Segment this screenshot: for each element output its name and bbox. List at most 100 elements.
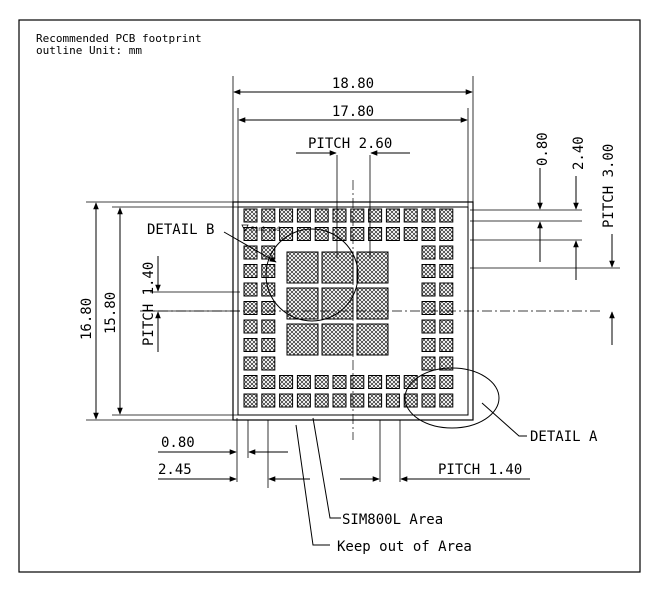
inner-ring-pad: [421, 338, 436, 352]
ground-pad: [356, 251, 389, 284]
header-line-2: outline Unit: mm: [36, 44, 142, 57]
inner-ring-pad: [403, 375, 418, 389]
sim800l-area-leader: [312, 417, 341, 519]
perimeter-pad: [439, 264, 454, 278]
ground-pad: [356, 323, 389, 356]
perimeter-pad: [403, 208, 418, 223]
perimeter-pad: [243, 264, 258, 278]
pin1-marker-icon: [241, 224, 249, 232]
dim-inner-height: 15.80: [103, 292, 119, 334]
perimeter-pad: [243, 227, 258, 241]
perimeter-pad: [350, 208, 365, 223]
dim-080-top: 0.80: [535, 132, 551, 166]
inner-ring-pad: [350, 375, 365, 389]
inner-ring-pad: [385, 227, 400, 241]
detail-b-circle: [265, 228, 359, 322]
perimeter-pad: [439, 282, 454, 297]
inner-ring-pad: [421, 356, 436, 371]
perimeter-pad: [332, 393, 347, 408]
perimeter-pad: [314, 393, 329, 408]
perimeter-pad: [439, 356, 454, 371]
pin1-label: Pin1 pad: [251, 226, 280, 233]
perimeter-pad: [439, 393, 454, 408]
dim-outer-width: 18.80: [332, 76, 374, 92]
perimeter-pad: [243, 282, 258, 297]
inner-ring-pad: [261, 319, 276, 334]
dim-245-bottom: 2.45: [158, 462, 192, 478]
detail-b-label: DETAIL B: [147, 222, 214, 238]
inner-ring-pad: [279, 375, 294, 389]
pad-array: [243, 208, 454, 408]
inner-ring-pad: [421, 245, 436, 260]
drawing-frame: [18, 19, 641, 573]
dim-pitch-bottom: PITCH 1.40: [438, 462, 522, 478]
inner-ring-pad: [261, 356, 276, 371]
perimeter-pad: [403, 393, 418, 408]
ground-pad: [321, 323, 354, 356]
perimeter-pad: [421, 393, 436, 408]
perimeter-pad: [421, 208, 436, 223]
inner-ring-pad: [421, 264, 436, 278]
perimeter-pad: [243, 393, 258, 408]
ground-pad: [321, 251, 354, 284]
inner-ring-pad: [368, 227, 383, 241]
perimeter-pad: [279, 393, 294, 408]
perimeter-pad: [439, 375, 454, 389]
perimeter-pad: [243, 319, 258, 334]
perimeter-pad: [261, 393, 276, 408]
inner-ring-pad: [403, 227, 418, 241]
inner-ring-pad: [421, 227, 436, 241]
perimeter-pad: [439, 319, 454, 334]
dim-inner-width: 17.80: [332, 104, 374, 120]
perimeter-pad: [368, 393, 383, 408]
ground-pad: [286, 323, 319, 356]
inner-ring-pad: [296, 375, 311, 389]
inner-ring-pad: [332, 375, 347, 389]
perimeter-pad: [296, 393, 311, 408]
inner-ring-pad: [421, 301, 436, 315]
inner-ring-pad: [368, 375, 383, 389]
inner-ring-pad: [421, 282, 436, 297]
perimeter-pad: [314, 208, 329, 223]
inner-ring-pad: [261, 227, 276, 241]
ground-pad: [356, 287, 389, 320]
detail-a-label: DETAIL A: [530, 429, 598, 445]
inner-ring-pad: [421, 375, 436, 389]
inner-ring-pad: [385, 375, 400, 389]
dim-pitch-top: PITCH 2.60: [308, 136, 392, 152]
inner-ring-pad: [261, 375, 276, 389]
header-line-1: Recommended PCB footprint: [36, 32, 202, 45]
perimeter-pad: [243, 245, 258, 260]
dim-outer-height: 16.80: [79, 298, 95, 340]
perimeter-pad: [296, 208, 311, 223]
inner-ring-pad: [261, 338, 276, 352]
perimeter-pad: [243, 301, 258, 315]
inner-ring-pad: [314, 375, 329, 389]
dim-240-top: 2.40: [571, 136, 587, 170]
detail-a-ellipse: [404, 367, 500, 429]
perimeter-pad: [385, 393, 400, 408]
perimeter-pad: [350, 393, 365, 408]
perimeter-pad: [439, 208, 454, 223]
perimeter-pad: [243, 338, 258, 352]
perimeter-pad: [243, 356, 258, 371]
perimeter-pad: [332, 208, 347, 223]
perimeter-pad: [368, 208, 383, 223]
dim-pitch-right: PITCH 3.00: [601, 144, 617, 228]
perimeter-pad: [439, 245, 454, 260]
perimeter-pad: [243, 375, 258, 389]
perimeter-pad: [279, 208, 294, 223]
perimeter-pad: [243, 208, 258, 223]
perimeter-pad: [439, 301, 454, 315]
perimeter-pad: [439, 227, 454, 241]
ground-pad: [286, 251, 319, 284]
detail-b-leader: [223, 231, 277, 263]
ground-pad: [286, 287, 319, 320]
perimeter-pad: [261, 208, 276, 223]
detail-a-leader: [481, 402, 527, 437]
inner-ring-pad: [350, 227, 365, 241]
perimeter-pad: [385, 208, 400, 223]
inner-ring-pad: [279, 227, 294, 241]
